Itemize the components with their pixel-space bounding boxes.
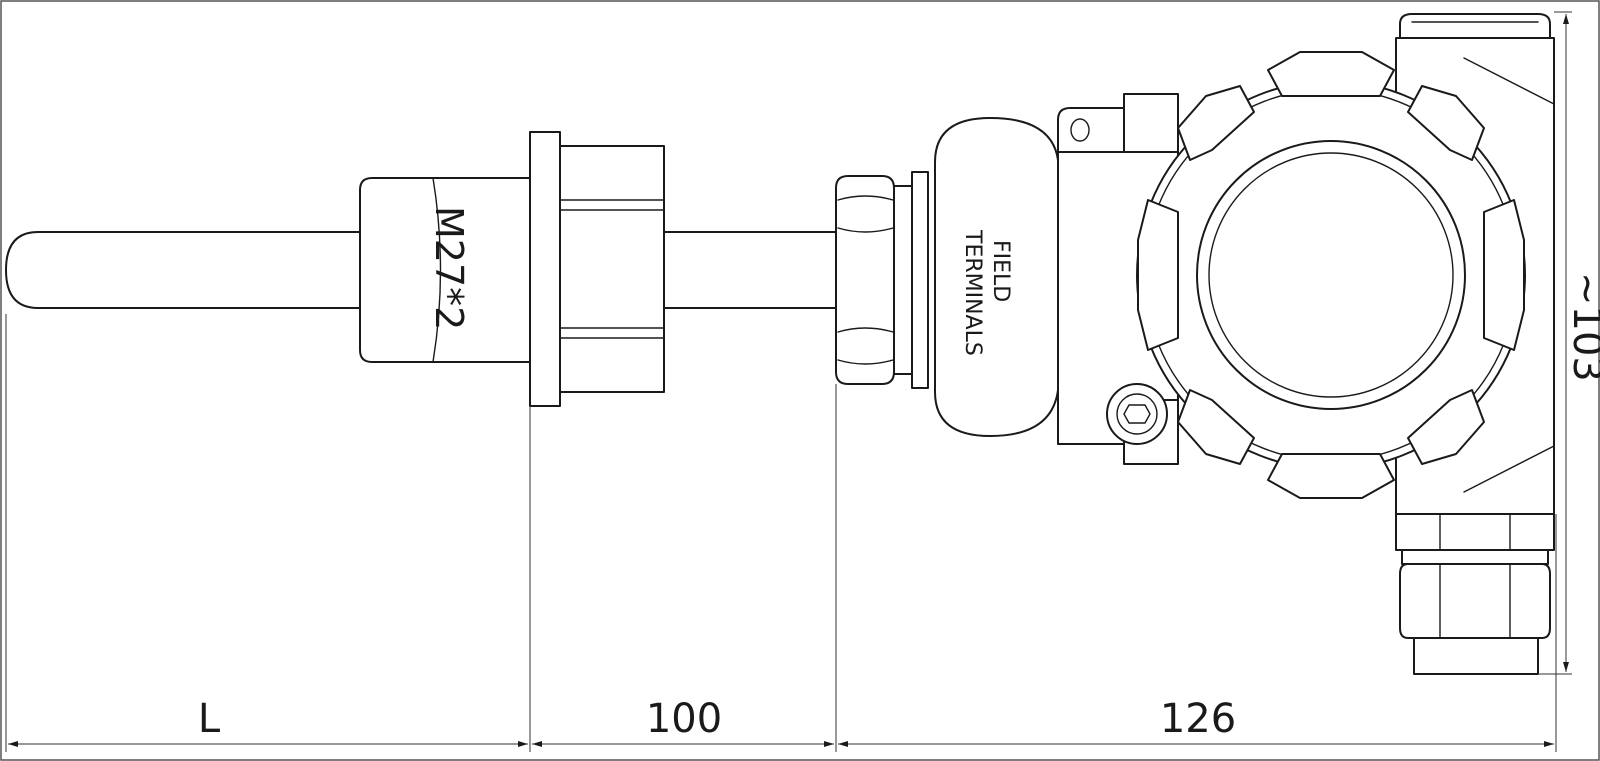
mount-hole bbox=[1070, 118, 1090, 142]
dimension-head-label: 126 bbox=[1160, 696, 1236, 742]
top-plug bbox=[1399, 13, 1551, 39]
ground-screw bbox=[1106, 383, 1168, 445]
field-label: FIELD bbox=[988, 240, 1013, 302]
cable-gland bbox=[1395, 513, 1555, 675]
extension-lines bbox=[5, 11, 1572, 752]
dimension-length-label: L bbox=[198, 696, 221, 742]
dimension-height-label: ~103 bbox=[1564, 272, 1600, 382]
extension-neck bbox=[663, 231, 839, 309]
sensor-probe bbox=[5, 231, 361, 309]
union-nut bbox=[835, 171, 929, 389]
threaded-fitting bbox=[359, 177, 531, 363]
terminals-label: TERMINALS bbox=[960, 229, 985, 356]
housing-cover bbox=[1136, 51, 1526, 499]
dimension-neck-label: 100 bbox=[646, 696, 722, 742]
flange bbox=[529, 131, 561, 407]
hex-nut bbox=[559, 145, 665, 393]
thread-label: M27*2 bbox=[427, 206, 471, 330]
